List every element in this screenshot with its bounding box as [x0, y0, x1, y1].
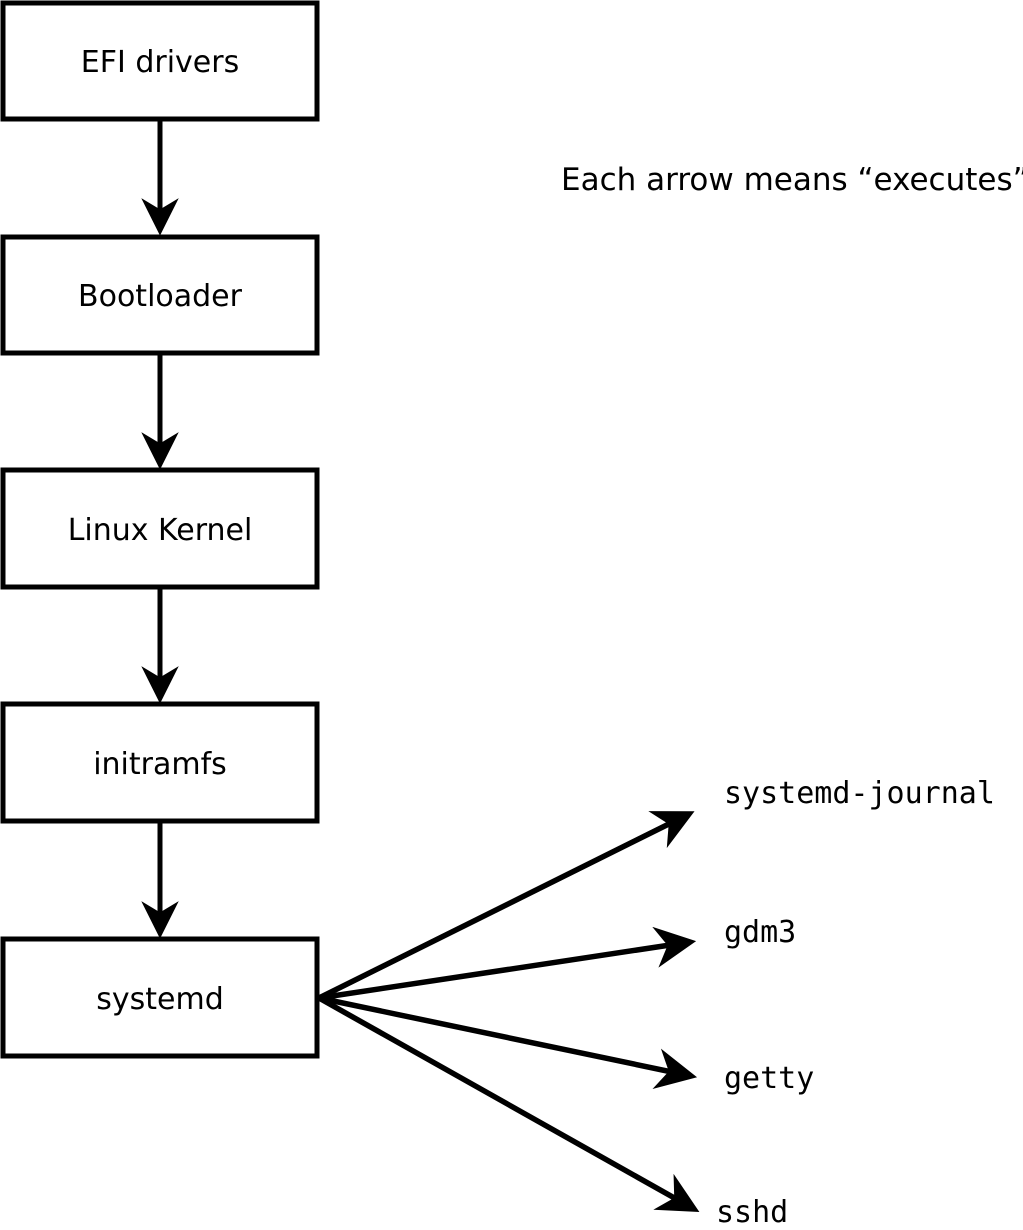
target-label-getty: getty	[724, 1061, 814, 1096]
node-box-systemd	[0, 936, 320, 1059]
target-label-systemd-journal: systemd-journal	[724, 776, 995, 811]
node-box-linux-kernel	[0, 467, 320, 590]
target-label-gdm3: gdm3	[724, 915, 796, 950]
node-label-linux-kernel: Linux Kernel	[68, 513, 253, 548]
node-box-bootloader	[0, 234, 320, 356]
node-systemd: systemd	[0, 936, 320, 1059]
node-label-efi-drivers: EFI drivers	[81, 45, 239, 80]
node-label-systemd: systemd	[96, 982, 224, 1017]
node-label-bootloader: Bootloader	[78, 279, 243, 314]
arrow-systemd-to-systemd-journal	[317, 811, 695, 1001]
target-label-sshd: sshd	[716, 1195, 788, 1230]
node-efi-drivers: EFI drivers	[0, 0, 320, 122]
annotation-arrow-meaning: Each arrow means “executes”.	[561, 162, 1023, 198]
node-initramfs: initramfs	[0, 701, 320, 824]
arrow-systemd-to-getty	[318, 995, 698, 1089]
arrow-systemd-to-sshd	[317, 995, 700, 1213]
node-bootloader: Bootloader	[0, 234, 320, 356]
node-label-initramfs: initramfs	[93, 747, 227, 782]
node-box-efi-drivers	[0, 0, 320, 122]
node-linux-kernel: Linux Kernel	[0, 467, 320, 590]
arrow-systemd-to-gdm3	[318, 926, 697, 1001]
node-box-initramfs	[0, 701, 320, 824]
